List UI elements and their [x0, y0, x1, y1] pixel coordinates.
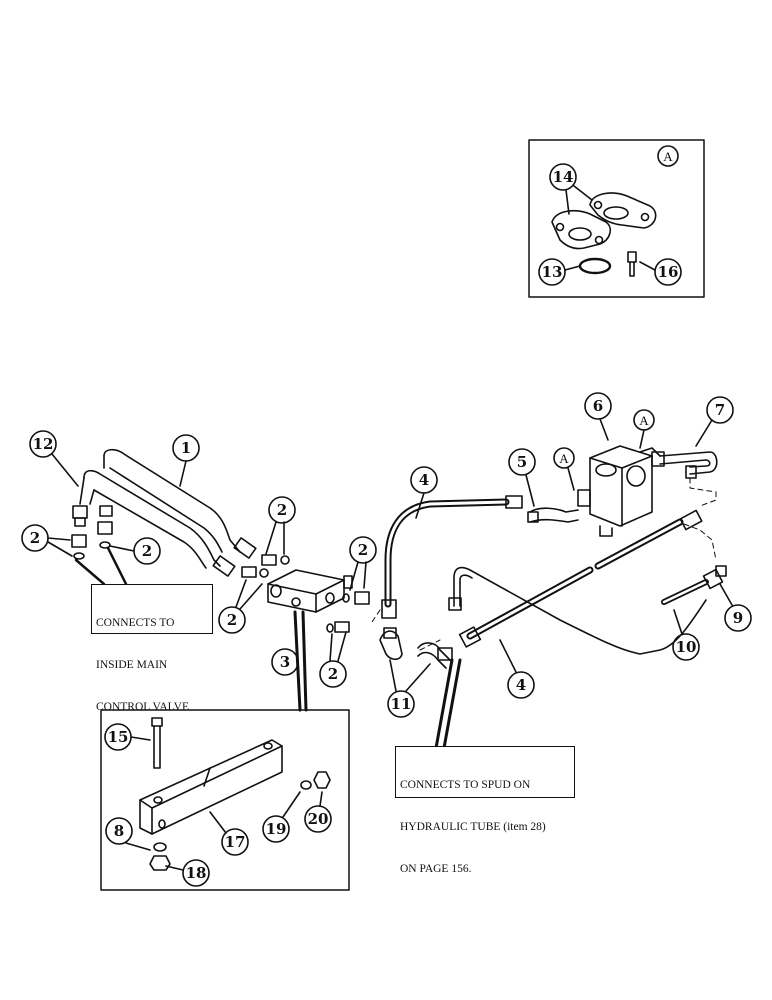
note-line: ON PAGE 156. — [400, 863, 472, 875]
callout-12: 12 — [33, 435, 54, 453]
cap-screw-16 — [627, 251, 637, 263]
hose-4-upper — [381, 495, 523, 619]
leader-dashes — [371, 477, 717, 651]
valve-block-3 — [267, 569, 353, 613]
note-spud: CONNECTS TO SPUD ON HYDRAULIC TUBE (item… — [395, 746, 575, 875]
block-to-bracket-lines — [293, 610, 308, 712]
inset-a-box — [528, 139, 705, 298]
callout-4-lower: 4 — [516, 676, 526, 694]
flange-half-upper — [589, 192, 657, 229]
note-line: HYDRAULIC TUBE (item 28) — [400, 821, 546, 833]
tube-end-fittings-left — [71, 505, 113, 560]
callout-10: 10 — [676, 638, 697, 656]
callout-2-f: 2 — [328, 665, 338, 683]
callout-1: 1 — [181, 439, 191, 457]
callout-20: 20 — [308, 810, 329, 828]
tube-12 — [79, 469, 221, 569]
elbow-5 — [527, 507, 579, 523]
tube-1 — [103, 448, 241, 553]
callout-18: 18 — [186, 864, 207, 882]
callout-circles — [21, 392, 752, 887]
callout-7: 7 — [715, 401, 725, 419]
detail-a-label-left: A — [559, 451, 569, 466]
tube-end-fittings-right — [212, 537, 290, 578]
tube-7 — [651, 451, 718, 479]
nut-20 — [313, 771, 331, 789]
note-arrows — [74, 546, 128, 586]
o-ring — [578, 257, 612, 275]
callout-11: 11 — [391, 695, 412, 713]
washer-8 — [153, 842, 167, 852]
hose-4-lower — [458, 509, 703, 648]
callout-8: 8 — [114, 822, 124, 840]
bolt-15 — [151, 717, 163, 727]
inset-a-label: A — [663, 149, 673, 164]
hose-10 — [661, 565, 727, 605]
callout-2-b: 2 — [142, 542, 152, 560]
detail-a-marker — [553, 447, 575, 469]
callout-19: 19 — [266, 820, 287, 838]
note-main-control-valve: CONNECTS TO INSIDE MAIN CONTROL VALVE — [91, 584, 213, 713]
nut-18 — [149, 855, 171, 871]
callout-5: 5 — [517, 453, 527, 471]
note-line: INSIDE MAIN — [96, 659, 168, 671]
note-line: CONTROL VALVE — [96, 701, 189, 713]
detail-a-label-right: A — [639, 413, 649, 428]
callout-2-e: 2 — [358, 541, 368, 559]
washer-19 — [300, 780, 312, 790]
inset-a-badge — [657, 145, 679, 167]
callout-14: 14 — [553, 168, 574, 186]
callout-2-d: 2 — [227, 611, 237, 629]
callout-15: 15 — [108, 728, 129, 746]
callout-17: 17 — [225, 833, 246, 851]
callout-13: 13 — [542, 263, 563, 281]
note-line: CONNECTS TO SPUD ON — [400, 779, 531, 791]
fitting-to-note-lines — [434, 658, 462, 750]
callout-9: 9 — [733, 609, 743, 627]
callout-2-a: 2 — [30, 529, 40, 547]
note-line: CONNECTS TO — [96, 617, 175, 629]
bracket-inset-box — [100, 709, 350, 891]
callout-4-upper: 4 — [419, 471, 429, 489]
elbows-11 — [379, 627, 453, 669]
flange-half-lower — [551, 209, 612, 250]
callout-3: 3 — [280, 653, 290, 671]
block-fittings — [326, 591, 370, 633]
callout-6: 6 — [593, 397, 603, 415]
callout-16: 16 — [658, 263, 679, 281]
pump-6 — [577, 445, 661, 537]
callout-2-c: 2 — [277, 501, 287, 519]
